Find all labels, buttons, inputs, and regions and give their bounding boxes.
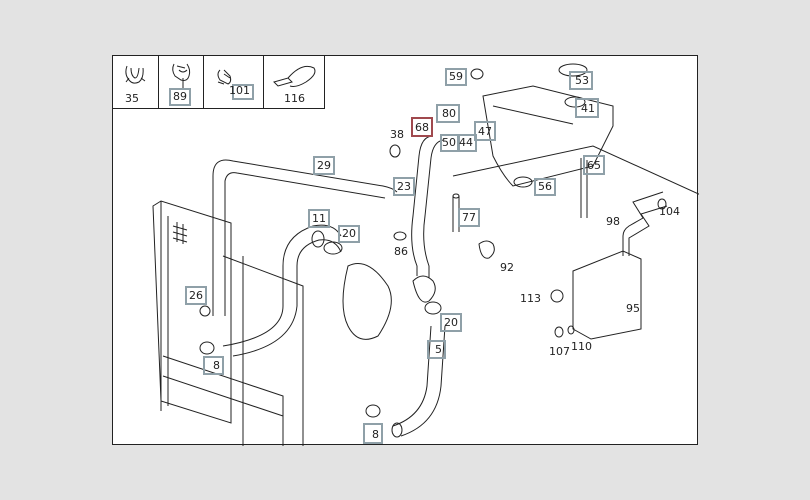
part-label-11[interactable]: 11 [308, 209, 330, 228]
part-label-20[interactable]: 20 [338, 225, 360, 243]
part-label-8[interactable]: 8 [203, 356, 224, 375]
part-label-110[interactable]: 110 [571, 340, 592, 353]
legend-cell-89[interactable]: 89 [159, 56, 204, 108]
part-label-5[interactable]: 5 [427, 340, 446, 359]
part-label-8[interactable]: 8 [363, 423, 383, 444]
part-label-23[interactable]: 23 [393, 177, 415, 196]
part-label-50[interactable]: 50 [440, 134, 460, 152]
parts-diagram-frame: 35 89 101 116 [112, 55, 699, 446]
legend-cell-35[interactable]: 35 [113, 56, 159, 108]
legend-cell-101[interactable]: 101 [204, 56, 264, 108]
washer-reservoir [572, 250, 642, 340]
bracket-clip-icon [217, 69, 232, 85]
part-label-65[interactable]: 65 [583, 155, 605, 175]
part-label-98[interactable]: 98 [606, 215, 620, 228]
hose-clip-icon [125, 65, 146, 84]
part-label-89[interactable]: 89 [169, 88, 191, 106]
hose-68 [411, 135, 444, 278]
clamp-92 [478, 240, 495, 259]
part-label-29[interactable]: 29 [313, 156, 335, 175]
part-label-38[interactable]: 38 [390, 128, 404, 141]
hose-65 [580, 158, 588, 218]
part-label-101[interactable]: 101 [229, 84, 254, 100]
part-label-113[interactable]: 113 [520, 292, 541, 305]
double-clip-icon [172, 63, 191, 88]
hose-11 [222, 224, 342, 357]
hose-29 [212, 159, 398, 316]
part-label-104[interactable]: 104 [659, 205, 680, 218]
part-label-47[interactable]: 47 [474, 121, 496, 141]
part-label-59[interactable]: 59 [445, 68, 467, 86]
part-label-41[interactable]: 41 [575, 98, 599, 118]
legend-label: 35 [125, 92, 139, 105]
part-label-56[interactable]: 56 [534, 178, 556, 196]
part-label-53[interactable]: 53 [569, 71, 593, 90]
thermostat-housing [342, 263, 392, 340]
legend-label: 116 [284, 92, 305, 105]
part-label-77[interactable]: 77 [458, 208, 480, 227]
part-label-80[interactable]: 80 [436, 104, 460, 123]
part-label-68[interactable]: 68 [411, 117, 433, 137]
legend-row: 35 89 101 116 [113, 56, 325, 109]
hose-98 [622, 191, 668, 256]
part-label-95[interactable]: 95 [626, 302, 640, 315]
part-label-86[interactable]: 86 [394, 245, 408, 258]
radiator-outline [152, 200, 232, 424]
part-label-26[interactable]: 26 [185, 286, 207, 305]
part-label-20[interactable]: 20 [440, 313, 462, 332]
cable-tie-icon [273, 65, 316, 87]
legend-cell-116[interactable]: 116 [264, 56, 325, 108]
part-label-92[interactable]: 92 [500, 261, 514, 274]
part-label-44[interactable]: 44 [457, 134, 477, 152]
part-label-107[interactable]: 107 [549, 345, 570, 358]
